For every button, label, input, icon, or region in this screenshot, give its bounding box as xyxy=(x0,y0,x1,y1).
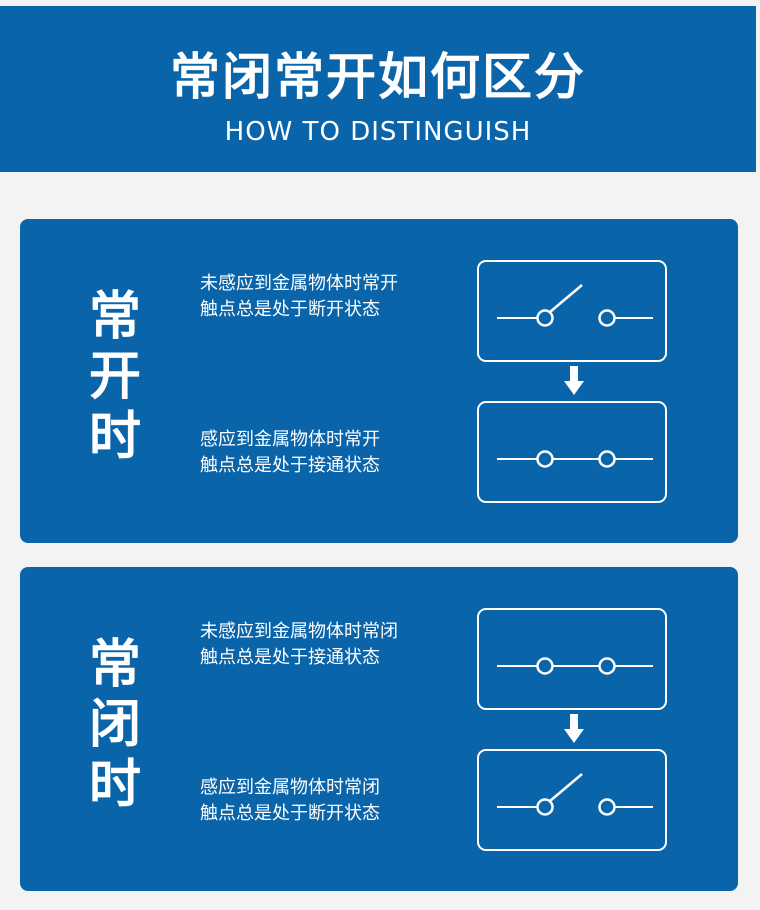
panel-label: 常 闭 时 xyxy=(82,635,148,815)
normally-open-panel: 常 开 时 未感应到金属物体时常开 触点总是处于断开状态 感应到金属物体时常开 … xyxy=(20,219,738,543)
state-description-line: 触点总是处于接通状态 xyxy=(200,647,380,668)
switch-diagram-box xyxy=(477,401,667,503)
state-description: 感应到金属物体时常开 触点总是处于接通状态 xyxy=(200,427,460,479)
closed-switch-icon xyxy=(497,657,653,675)
open-switch-icon xyxy=(497,284,653,327)
panel-label-char: 常 xyxy=(88,287,141,347)
panel-label-char: 开 xyxy=(88,347,141,407)
state-description-line: 触点总是处于断开状态 xyxy=(200,803,380,824)
state-description-line: 感应到金属物体时常闭 xyxy=(200,777,380,798)
panel-label-char: 常 xyxy=(88,635,141,695)
open-switch-icon xyxy=(497,773,653,816)
closed-switch-icon xyxy=(497,450,653,468)
state-description-line: 触点总是处于接通状态 xyxy=(200,455,380,476)
state-description: 感应到金属物体时常闭 触点总是处于断开状态 xyxy=(200,775,460,827)
panel-label: 常 开 时 xyxy=(82,287,148,467)
normally-closed-panel: 常 闭 时 未感应到金属物体时常闭 触点总是处于接通状态 感应到金属物体时常闭 … xyxy=(20,567,738,891)
switch-diagram-box xyxy=(477,608,667,710)
switch-diagram-box xyxy=(477,260,667,362)
state-description-line: 未感应到金属物体时常闭 xyxy=(200,621,398,642)
page-title: 常闭常开如何区分 xyxy=(170,48,586,106)
state-description: 未感应到金属物体时常开 触点总是处于断开状态 xyxy=(200,271,460,323)
switch-diagram-box xyxy=(477,749,667,851)
arrow-down-icon xyxy=(564,366,584,395)
state-description-line: 未感应到金属物体时常开 xyxy=(200,273,398,294)
state-description: 未感应到金属物体时常闭 触点总是处于接通状态 xyxy=(200,619,460,671)
panel-label-char: 时 xyxy=(88,407,141,467)
arrow-down-icon xyxy=(564,714,584,743)
panel-label-char: 闭 xyxy=(88,695,141,755)
state-description-line: 触点总是处于断开状态 xyxy=(200,299,380,320)
header-banner: 常闭常开如何区分 HOW TO DISTINGUISH xyxy=(0,6,756,172)
state-description-line: 感应到金属物体时常开 xyxy=(200,429,380,450)
page-subtitle: HOW TO DISTINGUISH xyxy=(224,117,532,147)
panel-label-char: 时 xyxy=(88,755,141,815)
